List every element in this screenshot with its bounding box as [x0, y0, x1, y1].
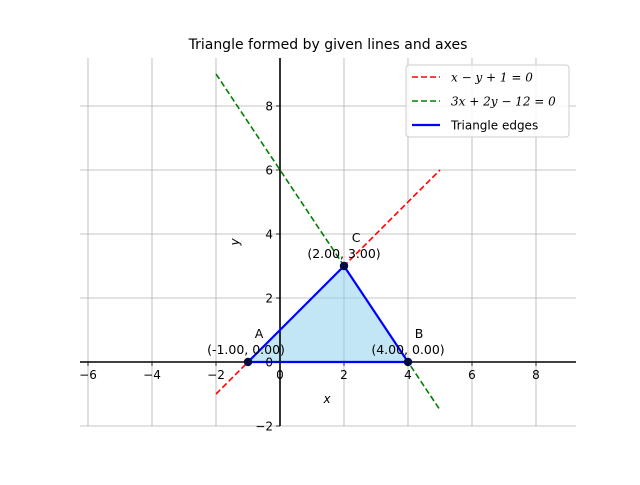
y-tick-label-1: 0	[265, 356, 273, 370]
vertex-name-a: A	[255, 326, 264, 341]
x-tick-label-5: 4	[404, 368, 412, 382]
legend-box	[405, 64, 570, 138]
points-layer: A(-1.00, 0.00) B(4.00, 0.00) C(2.00, 3.00)	[207, 230, 445, 367]
x-tick-label-3: 0	[276, 368, 284, 382]
vertex-point-c	[339, 261, 349, 271]
vertex-name-b: B	[415, 326, 424, 341]
x-tick-label-4: 2	[340, 368, 348, 382]
y-axis-label: y	[228, 238, 242, 247]
ticks-layer: −6 −4 −2 0 2 4 6 8 −2 0 2 4 6 8	[79, 100, 540, 434]
x-tick-label-6: 6	[468, 368, 476, 382]
x-tick-label-7: 8	[532, 368, 540, 382]
vertex-coord-label-b: (4.00, 0.00)	[371, 342, 444, 357]
chart-title: Triangle formed by given lines and axes	[188, 37, 468, 53]
y-tick-label-4: 6	[265, 164, 273, 178]
x-tick-label-1: −4	[143, 368, 161, 382]
y-tick-label-0: −2	[255, 420, 273, 434]
vertex-coord-label-c: (2.00, 3.00)	[307, 246, 380, 261]
legend: x − y + 1 = 0 3x + 2y − 12 = 0 Triangle ed…	[405, 64, 570, 138]
vertex-point-a	[243, 357, 253, 367]
vertex-name-c: C	[352, 230, 361, 245]
legend-label-0: x − y + 1 = 0	[451, 71, 533, 85]
series-layer	[215, 73, 441, 411]
triangle-fill	[248, 266, 408, 362]
legend-label-1: 3x + 2y − 12 = 0	[451, 95, 556, 109]
legend-label-2: Triangle edges	[450, 119, 538, 133]
y-tick-label-3: 4	[265, 228, 273, 242]
series-line-2	[247, 264, 410, 364]
y-tick-label-2: 2	[265, 292, 273, 306]
x-tick-label-0: −6	[79, 368, 97, 382]
y-tick-label-5: 8	[265, 100, 273, 114]
triangle-fill-layer	[248, 266, 408, 362]
vertex-coord-label-a: (-1.00, 0.00)	[207, 342, 285, 357]
x-tick-label-2: −2	[207, 368, 225, 382]
x-axis-label: x	[322, 392, 331, 406]
